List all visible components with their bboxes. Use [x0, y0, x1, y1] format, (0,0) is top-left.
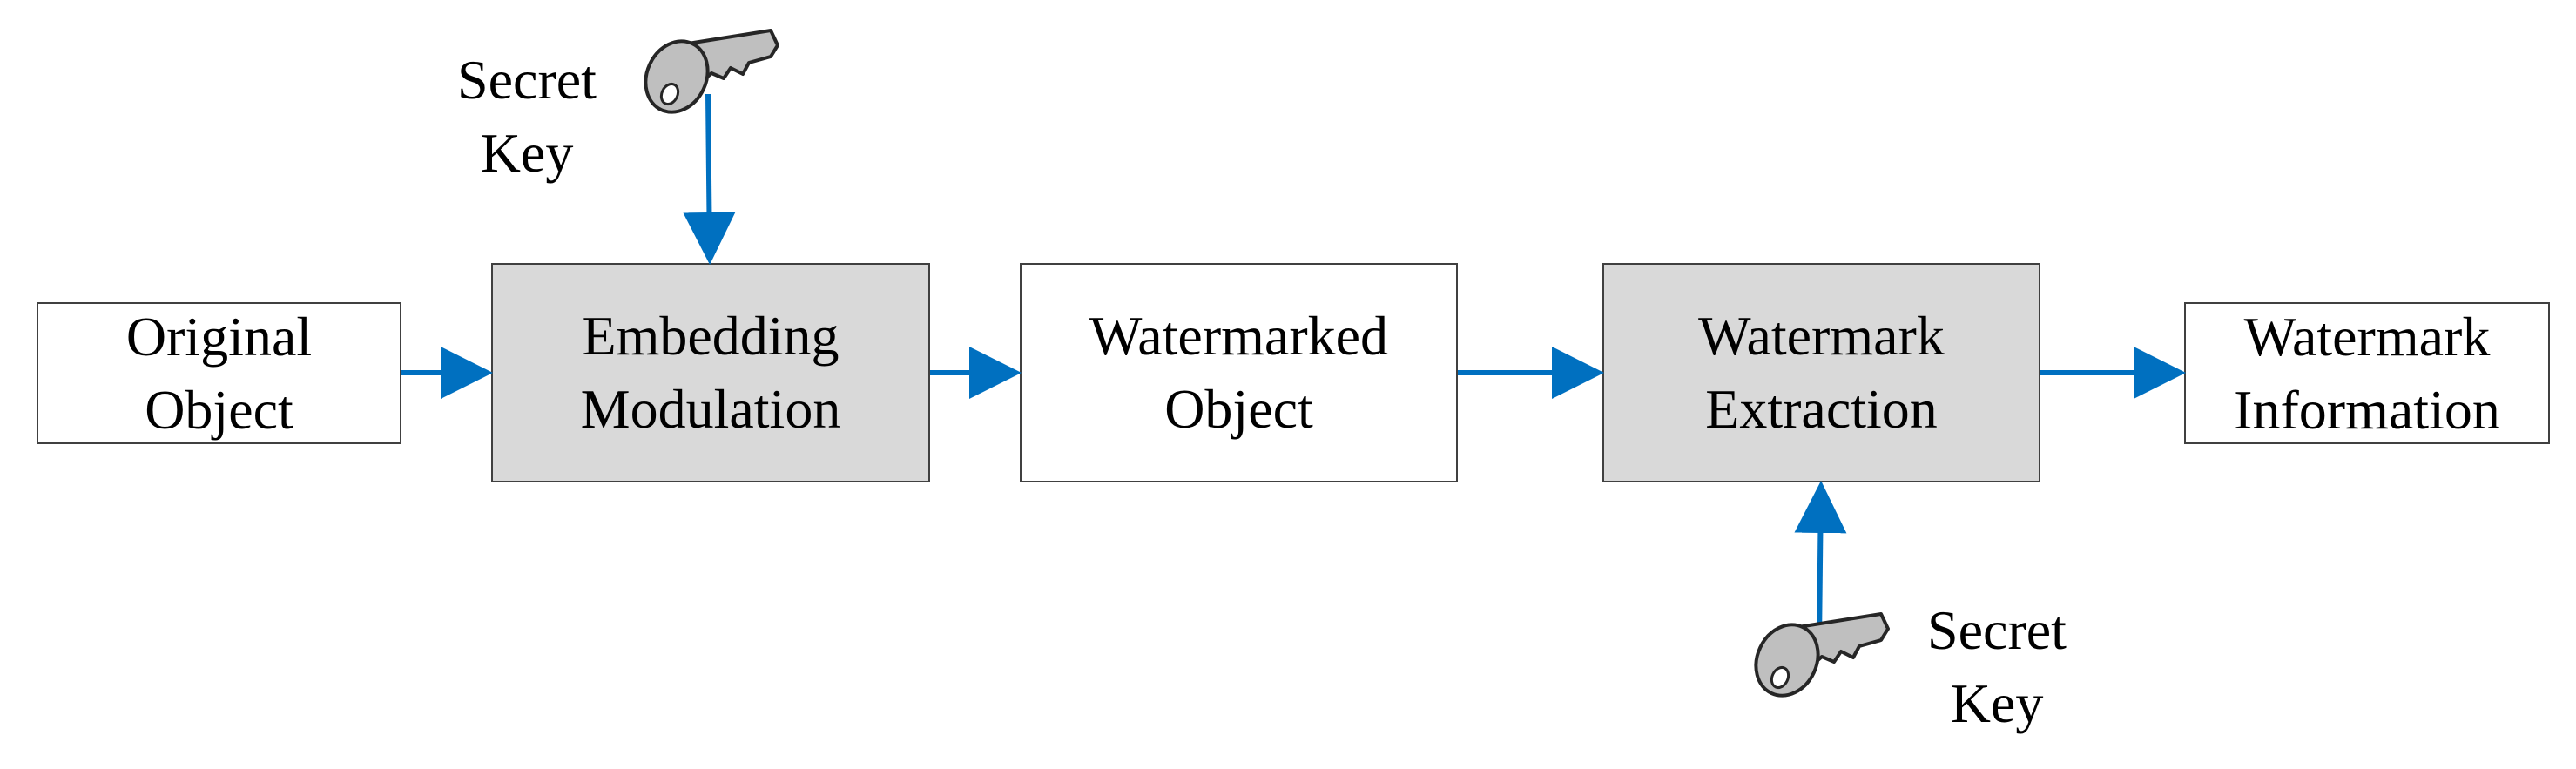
arrow-key-to-extraction — [1794, 481, 1847, 644]
watermarked-object-box: Watermarked Object — [1020, 263, 1458, 482]
embed-secret-key-label: Secret Key — [457, 49, 597, 184]
watermark-extraction-box: Watermark Extraction — [1602, 263, 2040, 482]
key-icon — [1754, 612, 1890, 698]
original-object-label: Original Object — [125, 305, 313, 441]
watermarked-object-label: Watermarked Object — [1089, 305, 1389, 440]
original-object-box: Original Object — [37, 302, 401, 444]
key-icon — [644, 29, 779, 114]
watermark-information-box: Watermark Information — [2184, 302, 2550, 444]
watermark-information-label: Watermark Information — [2234, 305, 2500, 441]
watermark-extraction-label: Watermark Extraction — [1698, 305, 1945, 440]
embedding-modulation-label: Embedding Modulation — [580, 305, 841, 440]
extract-secret-key-label: Secret Key — [1927, 599, 2067, 734]
arrow-key-to-embedding — [683, 93, 736, 265]
